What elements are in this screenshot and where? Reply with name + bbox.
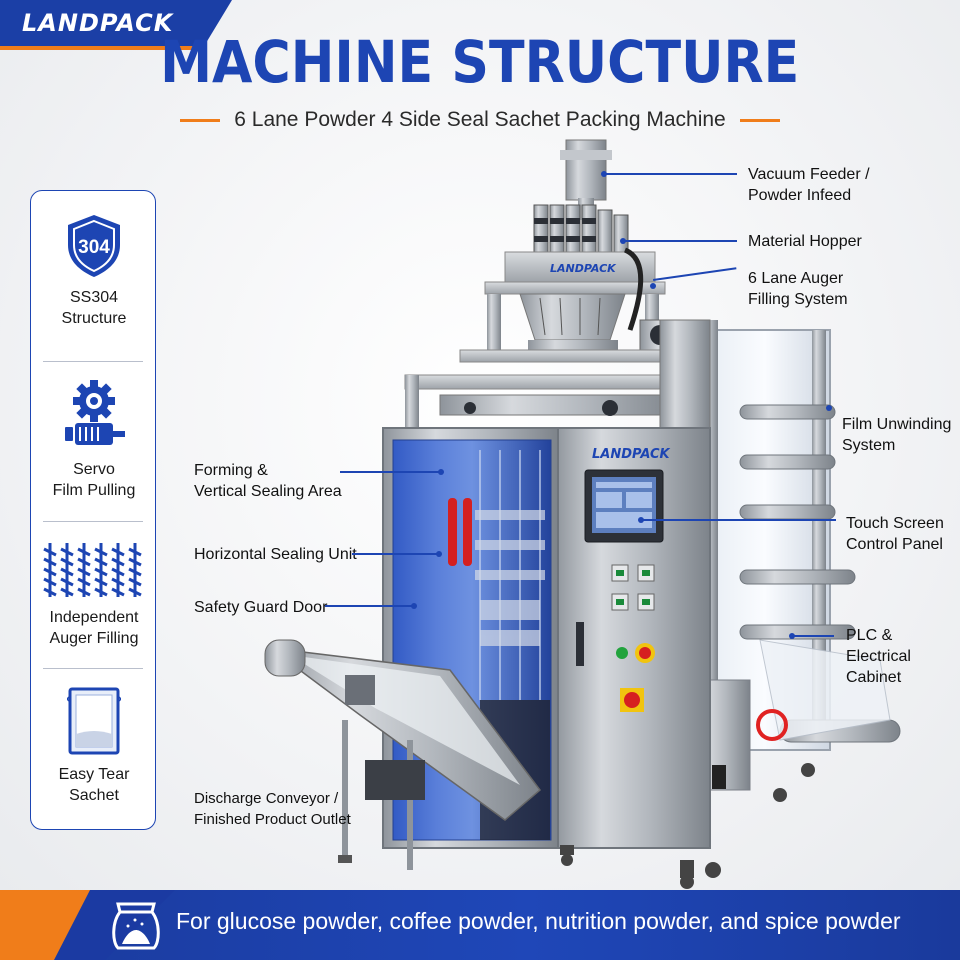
callout-safety-door: Safety Guard Door [194,599,328,616]
page-subtitle: 6 Lane Powder 4 Side Seal Sachet Packing… [234,108,726,131]
callout-vacuum-feeder: Vacuum Feeder / Powder Infeed [748,166,870,204]
subtitle-line-right [739,118,780,122]
main-cabinet: LANDPACK [554,427,711,849]
callout-material-hopper: Material Hopper [748,233,862,250]
feature-servo: Servo Film Pulling [31,379,157,501]
machine-feet [560,763,815,889]
callout-dot [826,405,832,411]
footer-text: For glucose powder, coffee powder, nutri… [176,908,901,934]
callout-discharge-conveyor: Discharge Conveyor / Finished Product Ou… [194,790,351,828]
callout-film-unwinding: Film Unwinding System [842,416,952,454]
leader-line [792,635,834,637]
panel-brand-text: LANDPACK [592,447,671,462]
divider [43,668,143,669]
feature-label: Independent Auger Filling [49,609,139,647]
hopper-brand-text: LANDPACK [550,262,617,275]
upper-frame [404,319,711,435]
sachet-icon [67,687,121,755]
subtitle-row: 6 Lane Powder 4 Side Seal Sachet Packing… [0,107,960,133]
callout-auger-filling: 6 Lane Auger Filling System [748,270,848,308]
callout-touch-screen: Touch Screen Control Panel [846,515,944,553]
feature-label: SS304 Structure [61,289,127,327]
leader-line [340,471,440,473]
leader-line [623,240,737,242]
discharge-conveyor [264,639,542,870]
film-unwinding-frame [689,320,901,791]
feature-ss304: 304 SS304 Structure [31,213,157,329]
callout-dot [438,469,444,475]
shield-304-icon: 304 [68,215,120,277]
feature-sachet: Easy Tear Sachet [31,686,157,806]
auger-screw-icon [43,541,143,599]
subtitle-line-left [180,118,221,122]
shield-badge-text: 304 [78,237,110,258]
divider [43,361,143,362]
callout-dot [411,603,417,609]
leader-line [325,605,413,607]
leader-line [604,173,737,175]
callout-horizontal-sealing: Horizontal Sealing Unit [194,546,357,563]
powder-bag-icon [112,902,160,950]
page-title: MACHINE STRUCTURE [160,28,800,96]
callout-forming-area: Forming & Vertical Sealing Area [194,462,342,500]
feature-auger: Independent Auger Filling [31,541,157,649]
logo-banner [0,0,232,46]
logo-accent-line [0,46,200,50]
leader-line [352,553,438,555]
leader-line [641,519,836,521]
feature-panel: 304 SS304 Structure Servo Film Pulling [30,190,156,830]
callout-plc-cabinet: PLC & Electrical Cabinet [846,627,911,686]
packing-machine-illustration: LANDPACK LANDPACK [264,139,901,889]
brand-logo: LANDPACK [22,9,174,37]
divider [43,521,143,522]
callout-dot [650,283,656,289]
feature-label: Easy Tear Sachet [58,766,130,804]
servo-gear-icon [65,380,125,445]
feature-label: Servo Film Pulling [52,461,136,499]
callout-dot [436,551,442,557]
